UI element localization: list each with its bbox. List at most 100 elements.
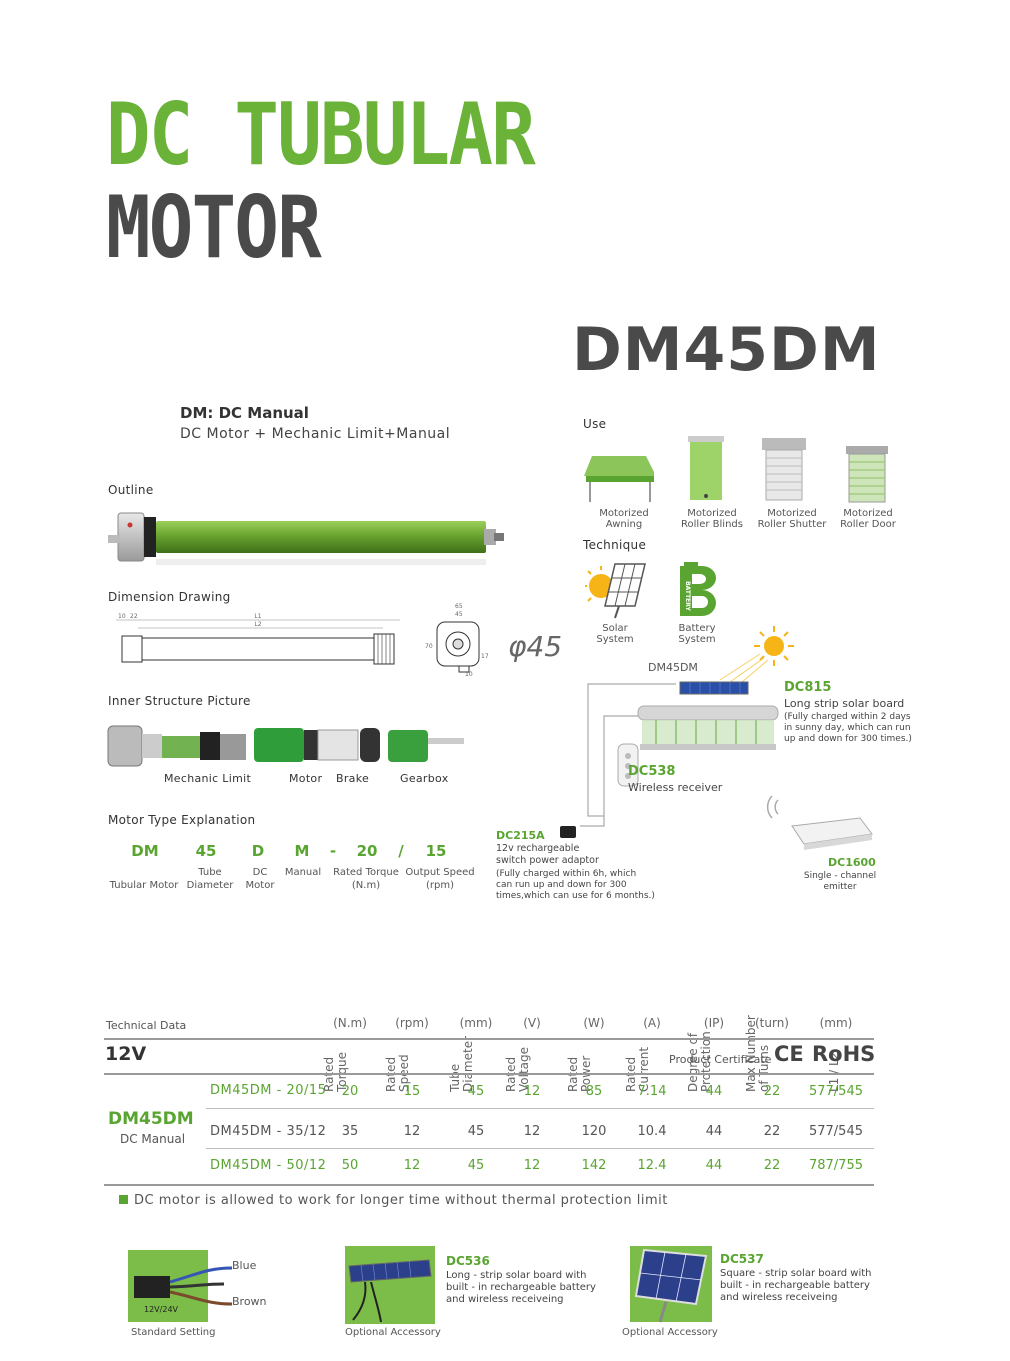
inner-gearbox: Gearbox: [400, 772, 449, 785]
dc536-caption: Optional Accessory: [345, 1327, 441, 1338]
col-unit-speed: (rpm): [395, 1016, 429, 1030]
mte-label-torque: Rated Torque(N.m): [333, 867, 399, 891]
table-row-1-turns: 22: [763, 1084, 781, 1099]
mte-label-speed: Output Speed(rpm): [405, 867, 475, 891]
table-row-3-protection: 44: [705, 1158, 723, 1173]
dim-10b: 10: [465, 671, 473, 678]
motor-type-label: Motor Type Explanation: [108, 813, 256, 827]
mte-code-45: 45: [195, 842, 217, 860]
inner-motor: Motor: [289, 772, 323, 785]
outline-label: Outline: [108, 483, 154, 497]
mte-code-dash: -: [329, 842, 337, 860]
dc815-desc: Long strip solar board: [784, 697, 905, 710]
intro-title: DM: DC Manual: [180, 404, 309, 422]
table-row-1-speed: 15: [403, 1084, 421, 1099]
dc537-image: [630, 1242, 712, 1324]
table-row-3-turns: 22: [763, 1158, 781, 1173]
battery-system-icon: BATTERY: [678, 562, 718, 618]
title-line-1: DC TUBULAR: [106, 85, 536, 185]
roller-blinds-icon: [686, 436, 726, 504]
table-row-2-voltage: 12: [523, 1124, 541, 1139]
col-unit-torque: (N.m): [333, 1016, 367, 1030]
col-unit-turns: (turn): [754, 1016, 789, 1030]
table-row-2-diameter: 45: [467, 1124, 485, 1139]
mte-code-15: 15: [425, 842, 447, 860]
inner-structure-image: [106, 716, 466, 772]
dc215a-name: DC215A: [496, 829, 545, 842]
table-row-2-speed: 12: [403, 1124, 421, 1139]
col-unit-power: (W): [583, 1016, 605, 1030]
mte-code-d: D: [251, 842, 265, 860]
dim-l2: L2: [254, 621, 261, 628]
dimension-label: Dimension Drawing: [108, 590, 231, 604]
system-diagram: [560, 620, 900, 900]
table-divider-top: [104, 1038, 874, 1040]
model-heading: DM45DM: [572, 315, 881, 385]
diagram-motor-label: DM45DM: [648, 661, 698, 674]
diameter-label: φ45: [508, 630, 563, 663]
standard-setting-image: [128, 1246, 278, 1326]
title-line-2: MOTOR: [106, 178, 322, 278]
table-row-3-current: 12.4: [637, 1158, 667, 1173]
table-row-1-torque: 20: [341, 1084, 359, 1099]
dc537-name: DC537: [720, 1252, 764, 1266]
table-divider-voltage: [104, 1073, 874, 1075]
table-row-3-voltage: 12: [523, 1158, 541, 1173]
table-row-3-torque: 50: [341, 1158, 359, 1173]
dim-l1: L1: [254, 613, 261, 620]
roller-door-icon: [846, 446, 888, 504]
mte-label-manual: Manual: [284, 867, 322, 878]
dim-22: 22: [130, 613, 138, 620]
wire-blue-label: Blue: [232, 1259, 257, 1272]
col-unit-current: (A): [643, 1016, 661, 1030]
dc538-name: DC538: [628, 764, 676, 779]
dc815-name: DC815: [784, 680, 832, 695]
table-row-3-speed: 12: [403, 1158, 421, 1173]
technique-label: Technique: [583, 538, 647, 552]
table-row-divider-1: [206, 1108, 874, 1109]
table-row-2-power: 120: [581, 1124, 607, 1139]
dim-70: 70: [425, 643, 433, 650]
table-row-3-diameter: 45: [467, 1158, 485, 1173]
table-row-1-model: DM45DM - 20/15: [210, 1083, 327, 1098]
table-row-3-length: 787/755: [808, 1158, 863, 1173]
table-row-2-length: 577/545: [808, 1124, 863, 1139]
mte-label-tubular: Tubular Motor: [109, 880, 179, 891]
standard-caption: Standard Setting: [131, 1327, 216, 1338]
battery-icon-text: BATTERY: [684, 581, 691, 611]
table-row-2-torque: 35: [341, 1124, 359, 1139]
dc537-caption: Optional Accessory: [622, 1327, 718, 1338]
ce-mark: CE: [774, 1042, 804, 1066]
dim-10: 10: [118, 613, 126, 620]
table-divider-bottom: [104, 1184, 874, 1186]
table-row-1-current: 7.14: [637, 1084, 667, 1099]
table-row-1-protection: 44: [705, 1084, 723, 1099]
certificate-label: Product Certificate: [669, 1053, 772, 1066]
group-sub: DC Manual: [120, 1132, 186, 1146]
dc536-image: [345, 1246, 435, 1324]
dc536-name: DC536: [446, 1254, 490, 1268]
inner-mechanic-limit: Mechanic Limit: [164, 772, 252, 785]
dimension-drawing-side: L1 L2 10 22: [108, 608, 408, 670]
table-row-2-protection: 44: [705, 1124, 723, 1139]
table-row-1-voltage: 12: [523, 1084, 541, 1099]
standard-box-label: 12V/24V: [144, 1305, 178, 1314]
table-row-divider-2: [206, 1148, 874, 1149]
inner-brake: Brake: [336, 772, 370, 785]
dc538-desc: Wireless receiver: [628, 781, 723, 794]
technical-data-label: Technical Data: [106, 1019, 187, 1032]
col-unit-voltage: (V): [523, 1016, 541, 1030]
